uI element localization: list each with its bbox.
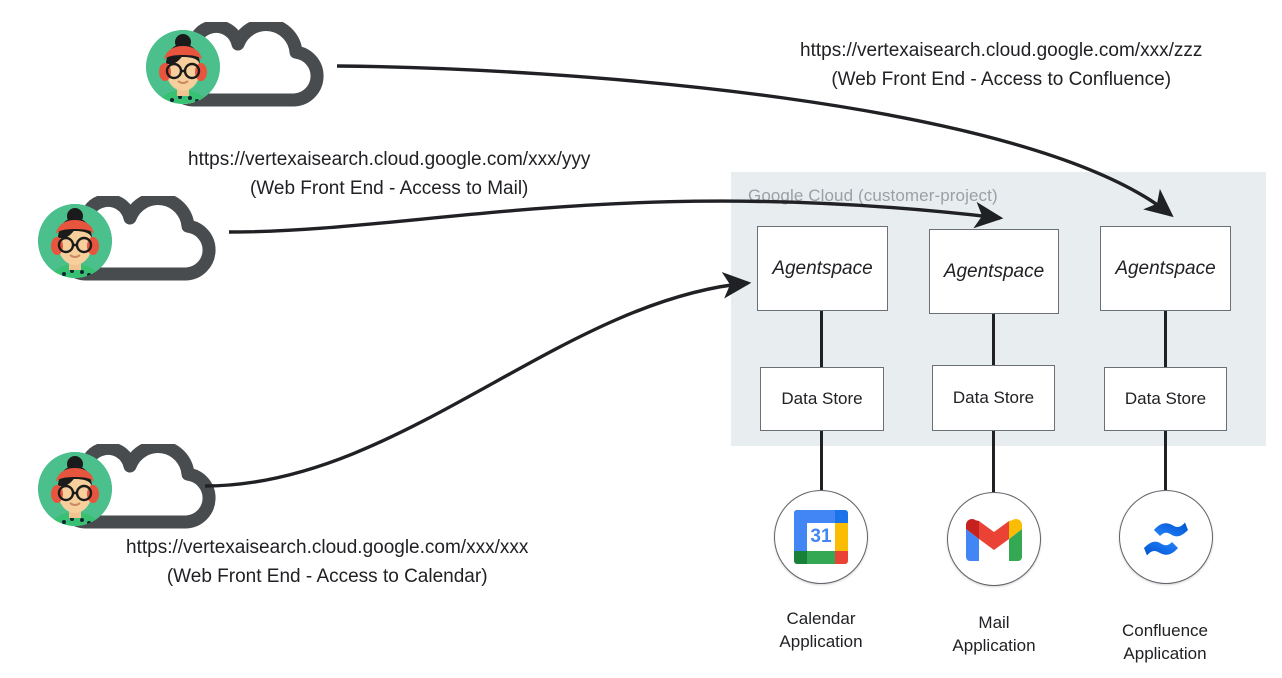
mail-application-label-line1: Mail — [978, 613, 1010, 632]
datastore-box-confluence[interactable]: Data Store — [1104, 367, 1227, 431]
confluence-application-icon-circle[interactable] — [1119, 490, 1213, 584]
calendar-application-label-line2: Application — [779, 631, 863, 651]
user-cloud-calendar[interactable] — [38, 444, 228, 536]
user-avatar-icon — [38, 452, 112, 526]
mail-application-label-line2: Application — [952, 635, 1036, 655]
gmail-icon — [966, 518, 1022, 561]
user-avatar-icon — [146, 30, 220, 104]
datastore-box-mail[interactable]: Data Store — [932, 365, 1055, 431]
agentspace-box-calendar[interactable]: Agentspace — [757, 226, 888, 311]
google-calendar-icon: 31 — [794, 510, 848, 564]
agentspace-box-confluence[interactable]: Agentspace — [1100, 226, 1231, 311]
avatar — [146, 30, 220, 104]
user-cloud-mail[interactable] — [38, 196, 228, 288]
connector-agentspace-datastore-confluence — [1164, 310, 1167, 368]
confluence-application-label-line2: Application — [1123, 643, 1207, 663]
calendar-application-icon-circle[interactable]: 31 — [774, 490, 868, 584]
arrow-calendar-user — [204, 272, 752, 488]
caption-confluence-user: https://vertexaisearch.cloud.google.com/… — [800, 36, 1202, 95]
calendar-day-number: 31 — [810, 526, 832, 547]
connector-datastore-app-calendar — [820, 430, 823, 490]
mail-application-icon-circle[interactable] — [947, 492, 1041, 586]
connector-agentspace-datastore-calendar — [820, 310, 823, 368]
caption-calendar-url: https://vertexaisearch.cloud.google.com/… — [126, 537, 529, 558]
connector-datastore-app-confluence — [1164, 430, 1167, 490]
avatar — [38, 452, 112, 526]
confluence-application-label: Confluence Application — [1070, 620, 1260, 666]
caption-mail-url: https://vertexaisearch.cloud.google.com/… — [188, 149, 591, 170]
caption-calendar-user: https://vertexaisearch.cloud.google.com/… — [126, 533, 528, 592]
calendar-application-label-line1: Calendar — [786, 609, 856, 628]
confluence-application-label-line1: Confluence — [1121, 621, 1208, 640]
caption-confluence-desc: (Web Front End - Access to Confluence) — [831, 69, 1172, 91]
caption-calendar-desc: (Web Front End - Access to Calendar) — [166, 566, 488, 588]
mail-application-label: Mail Application — [899, 612, 1089, 658]
avatar — [38, 204, 112, 278]
confluence-icon — [1144, 522, 1188, 556]
caption-confluence-url: https://vertexaisearch.cloud.google.com/… — [800, 40, 1203, 61]
agentspace-box-mail[interactable]: Agentspace — [929, 229, 1059, 314]
caption-mail-user: https://vertexaisearch.cloud.google.com/… — [188, 145, 590, 204]
connector-datastore-app-mail — [992, 430, 995, 492]
datastore-box-calendar[interactable]: Data Store — [760, 367, 884, 431]
caption-mail-desc: (Web Front End - Access to Mail) — [249, 178, 529, 200]
google-cloud-region-label: Google Cloud (customer-project) — [748, 186, 998, 205]
user-cloud-confluence[interactable] — [146, 22, 336, 114]
user-avatar-icon — [38, 204, 112, 278]
connector-agentspace-datastore-mail — [992, 313, 995, 366]
calendar-application-label: Calendar Application — [726, 608, 916, 654]
